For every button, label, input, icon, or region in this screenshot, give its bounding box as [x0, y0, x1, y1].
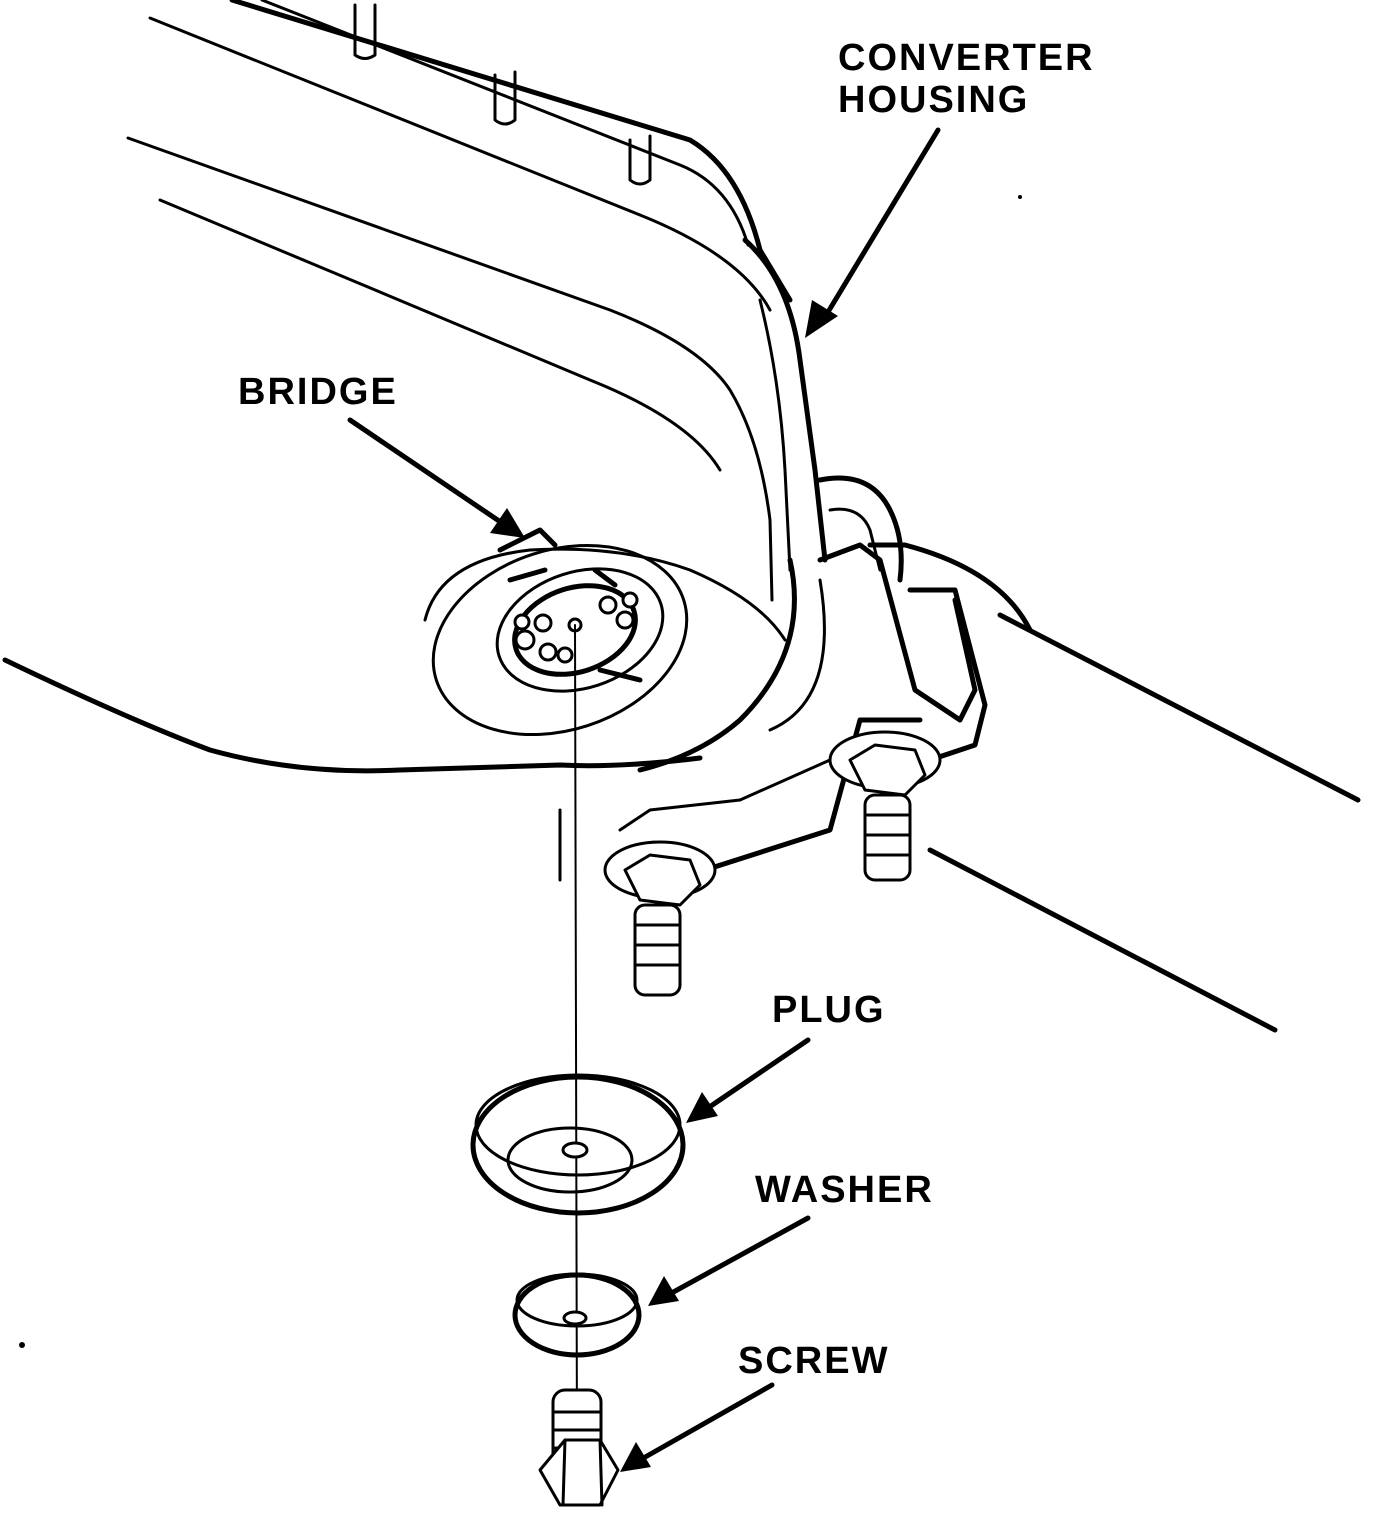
leader-arrow-screw: [620, 1382, 775, 1472]
scan-dot: [1018, 195, 1022, 199]
screw: [538, 1388, 620, 1507]
label-converter-line2: HOUSING: [838, 79, 1029, 121]
leader-arrow-converter-housing: [805, 127, 941, 338]
label-screw: SCREW: [738, 1340, 889, 1382]
leader-arrow-washer: [648, 1215, 811, 1306]
bridge-assembly: [431, 527, 689, 737]
washer: [512, 1272, 642, 1358]
label-converter-line1: CONVERTER: [838, 37, 1095, 79]
mounting-stud-right: [828, 730, 942, 882]
label-plug: PLUG: [772, 989, 886, 1031]
label-bridge: BRIDGE: [238, 371, 398, 413]
converter-housing: [2, 0, 1361, 1033]
mounting-stud-left: [603, 840, 717, 997]
label-washer: WASHER: [755, 1169, 934, 1211]
scan-dot: [19, 1342, 25, 1348]
plug: [470, 1073, 686, 1216]
leader-arrow-bridge: [347, 417, 525, 538]
leader-arrow-plug: [686, 1037, 811, 1123]
